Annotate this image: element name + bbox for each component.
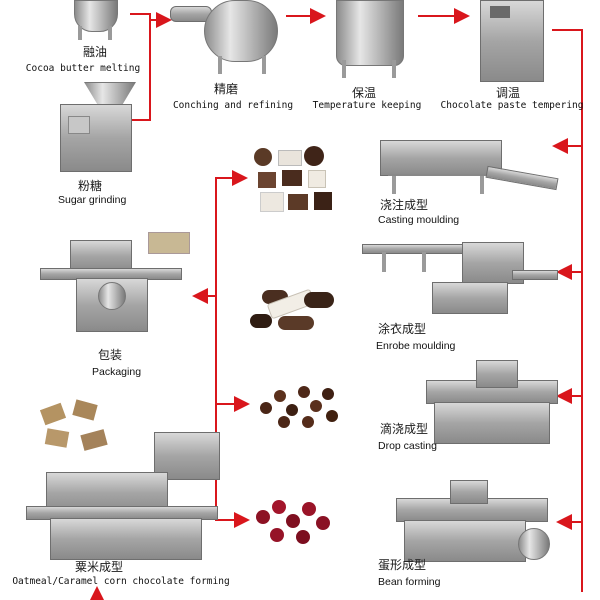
chocolate-drops-image [256,378,346,436]
enrober-machine [362,236,558,320]
packaging-machine [40,232,190,336]
enrobed-products-image [248,284,342,336]
melting-cn-label: 融油 [82,45,107,59]
enrobe-en-label: Enrobe moulding [376,340,456,352]
temperature-cn-label: 保温 [351,86,376,100]
oatmeal-en-label: Oatmeal/Caramel corn chocolate forming [12,576,230,587]
tempering-machine [478,0,548,84]
oatmeal-cn-label: 粟米成型 [74,560,123,574]
flow-trunk-right [552,29,583,592]
packaging-cn-label: 包装 [97,348,122,362]
holding-tank-machine [330,0,410,80]
casting-cn-label: 浇注成型 [380,198,429,212]
packaging-en-label: Packaging [92,366,142,378]
conching-machine [170,0,282,76]
drop-casting-machine [426,360,558,452]
drop-cn-label: 滴浇成型 [380,422,429,436]
sugar-en-label: Sugar grinding [58,194,127,206]
conching-en-label: Conching and refining [172,100,294,111]
tempering-en-label: Chocolate paste tempering [440,100,584,111]
bean-cn-label: 蛋形成型 [378,558,427,572]
flow-line-melting-sugar [130,13,151,121]
oatmeal-forming-machine [26,432,222,562]
enrobe-cn-label: 涂衣成型 [378,322,427,336]
red-beans-image [252,496,342,548]
bean-forming-machine [394,480,554,578]
sugar-grinder-machine [54,82,144,172]
conching-cn-label: 精磨 [213,82,238,96]
casting-en-label: Casting moulding [378,214,460,226]
sugar-cn-label: 粉糖 [77,179,102,193]
drop-en-label: Drop casting [378,440,437,452]
melting-tank-machine [70,0,120,40]
tempering-cn-label: 调温 [495,86,520,100]
bean-en-label: Bean forming [378,576,441,588]
bonbon-products-image [248,144,342,216]
melting-en-label: Cocoa butter melting [25,63,141,74]
casting-line-machine [380,134,560,208]
temperature-en-label: Temperature keeping [312,100,422,111]
